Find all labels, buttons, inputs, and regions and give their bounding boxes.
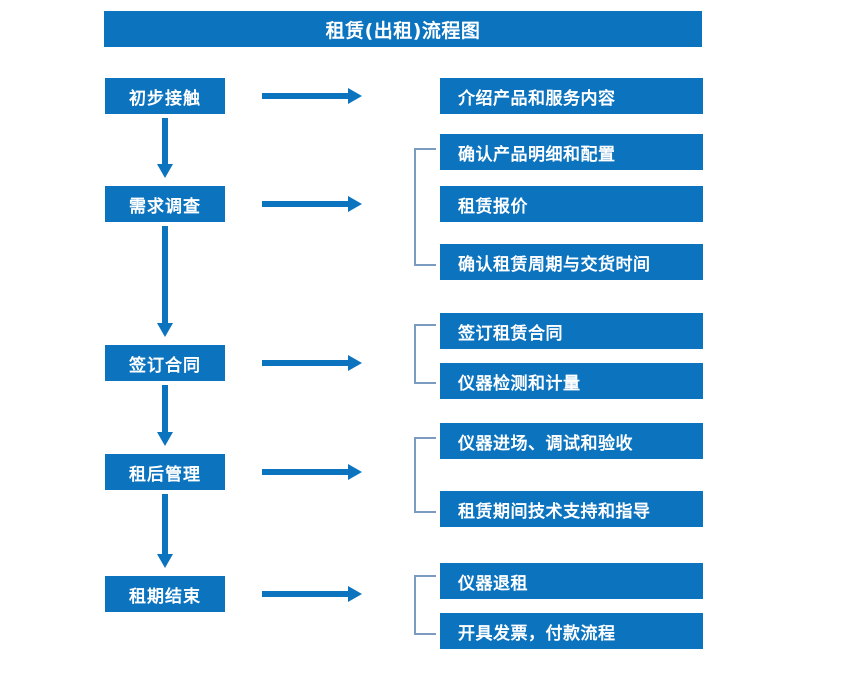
stage-label-5: 租期结束 (129, 586, 201, 607)
stage-box-1[interactable]: 初步接触 (105, 78, 225, 114)
down-arrow-icon-3 (157, 385, 173, 446)
stage-label-4: 租后管理 (129, 464, 201, 485)
stage-box-2[interactable]: 需求调查 (105, 186, 225, 222)
detail-box-9[interactable]: 仪器退租 (440, 563, 703, 599)
stage-label-2: 需求调查 (129, 196, 201, 217)
detail-label-8: 租赁期间技术支持和指导 (458, 501, 651, 522)
right-arrow-icon-3 (262, 355, 362, 371)
page-title: 租赁(出租)流程图 (104, 11, 702, 47)
right-arrow-icon-2 (262, 196, 362, 212)
detail-box-6[interactable]: 仪器检测和计量 (440, 363, 703, 399)
stage-label-1: 初步接触 (129, 88, 201, 109)
down-arrow-icon-4 (157, 494, 173, 568)
right-arrow-icon-5 (262, 586, 362, 602)
down-arrow-icon-2 (157, 226, 173, 337)
detail-label-9: 仪器退租 (458, 573, 528, 594)
group-bracket-icon-3 (414, 437, 436, 513)
detail-label-10: 开具发票，付款流程 (458, 623, 616, 644)
detail-box-7[interactable]: 仪器进场、调试和验收 (440, 423, 703, 459)
stage-box-3[interactable]: 签订合同 (105, 345, 225, 381)
detail-label-5: 签订租赁合同 (458, 323, 563, 344)
detail-box-1[interactable]: 介绍产品和服务内容 (440, 78, 703, 114)
detail-label-7: 仪器进场、调试和验收 (458, 433, 633, 454)
detail-box-2[interactable]: 确认产品明细和配置 (440, 134, 703, 170)
detail-box-5[interactable]: 签订租赁合同 (440, 313, 703, 349)
group-bracket-icon-1 (414, 148, 436, 266)
detail-box-8[interactable]: 租赁期间技术支持和指导 (440, 491, 703, 527)
stage-box-4[interactable]: 租后管理 (105, 454, 225, 490)
right-arrow-icon-1 (262, 88, 362, 104)
detail-label-4: 确认租赁周期与交货时间 (458, 254, 651, 275)
stage-label-3: 签订合同 (129, 355, 201, 376)
group-bracket-icon-4 (414, 575, 436, 635)
detail-box-4[interactable]: 确认租赁周期与交货时间 (440, 244, 703, 280)
group-bracket-icon-2 (414, 324, 436, 384)
detail-label-3: 租赁报价 (458, 196, 528, 217)
detail-box-3[interactable]: 租赁报价 (440, 186, 703, 222)
stage-box-5[interactable]: 租期结束 (105, 576, 225, 612)
detail-box-10[interactable]: 开具发票，付款流程 (440, 613, 703, 649)
detail-label-2: 确认产品明细和配置 (458, 144, 616, 165)
down-arrow-icon-1 (157, 118, 173, 178)
detail-label-1: 介绍产品和服务内容 (458, 88, 616, 109)
right-arrow-icon-4 (262, 464, 362, 480)
detail-label-6: 仪器检测和计量 (458, 373, 581, 394)
